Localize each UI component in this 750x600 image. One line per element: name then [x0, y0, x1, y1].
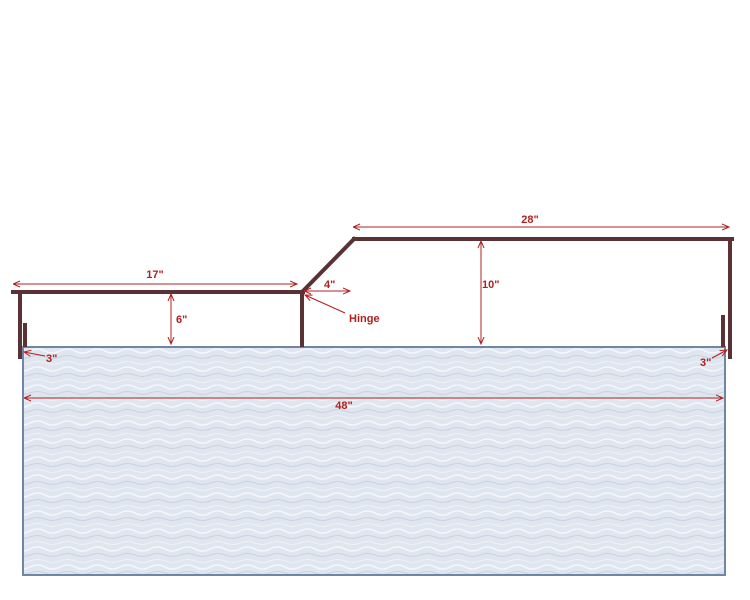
- left-overlap-line: [24, 352, 46, 356]
- right-lid-length-label: 28": [521, 214, 538, 226]
- left-lid-height-label: 6": [176, 314, 187, 326]
- hinge-label: Hinge: [349, 313, 380, 325]
- right-lid-slope: [299, 236, 357, 295]
- dimension-labels: 17" 6" 4" Hinge 28" 10" 3" 3" 48": [46, 214, 711, 412]
- right-overlap-line: [711, 350, 727, 359]
- lid-frame: [11, 236, 734, 359]
- left-lid-length-label: 17": [146, 269, 163, 281]
- hinge-offset-label: 4": [324, 279, 335, 291]
- tank-water-body: [22, 346, 726, 576]
- right-overlap-label: 3": [700, 357, 711, 369]
- hinge-pointer-line: [305, 295, 346, 314]
- dimension-lines: [14, 227, 729, 398]
- right-lid-height-label: 10": [482, 279, 499, 291]
- tank-length-label: 48": [335, 400, 352, 412]
- left-overlap-label: 3": [46, 353, 57, 365]
